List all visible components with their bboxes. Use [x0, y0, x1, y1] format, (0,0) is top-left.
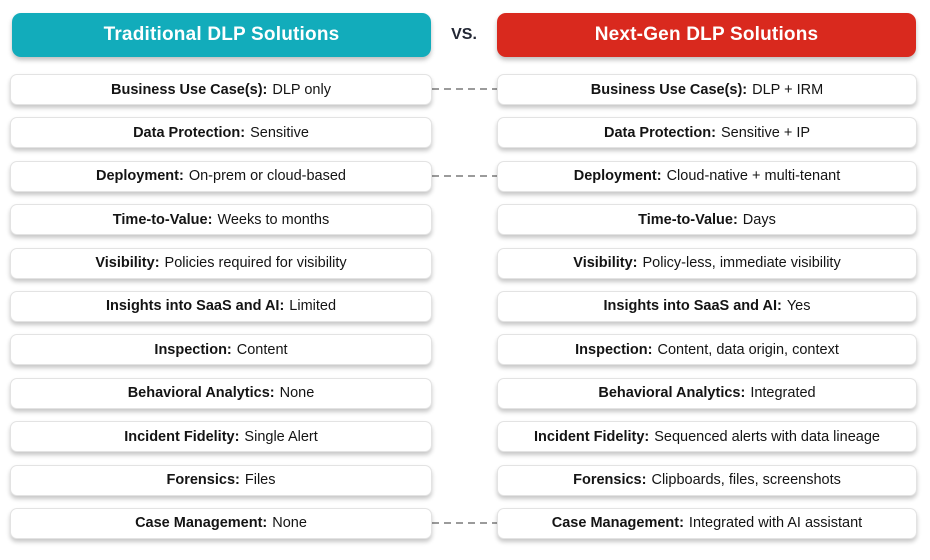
- comparison-row: Deployment: On-prem or cloud-based: [10, 160, 432, 192]
- row-value: Policies required for visibility: [164, 255, 347, 272]
- row-label: Data Protection:: [603, 124, 716, 141]
- comparison-row: Behavioral Analytics: None: [10, 377, 432, 409]
- row-label: Time-to-Value:: [112, 211, 213, 228]
- comparison-row: Case Management: None: [10, 507, 432, 539]
- row-value: None: [279, 385, 315, 402]
- row-label: Incident Fidelity:: [124, 428, 240, 445]
- row-value: Single Alert: [244, 428, 318, 445]
- comparison-row: Deployment: Cloud-native + multi-tenant: [497, 160, 917, 192]
- row-label: Visibility:: [95, 255, 160, 272]
- nextgen-column: Business Use Case(s): DLP + IRM Data Pro…: [497, 74, 917, 539]
- row-value: Cloud-native + multi-tenant: [666, 168, 841, 185]
- row-label: Inspection:: [575, 341, 653, 358]
- comparison-row: Insights into SaaS and AI: Limited: [10, 290, 432, 322]
- dashed-connector-case-management: [432, 522, 497, 524]
- vs-label: VS.: [451, 26, 477, 43]
- row-value: Sequenced alerts with data lineage: [654, 428, 880, 445]
- row-value: Content: [236, 341, 288, 358]
- comparison-row: Inspection: Content: [10, 334, 432, 366]
- row-label: Deployment:: [96, 168, 184, 185]
- row-label: Insights into SaaS and AI:: [603, 298, 782, 315]
- traditional-dlp-header: Traditional DLP Solutions: [12, 13, 431, 57]
- row-value: Sensitive + IP: [720, 124, 811, 141]
- dashed-connector-deployment: [432, 175, 497, 177]
- row-label: Insights into SaaS and AI:: [105, 298, 285, 315]
- row-value: Files: [244, 472, 276, 489]
- row-label: Visibility:: [573, 255, 638, 272]
- row-label: Business Use Case(s):: [590, 81, 748, 98]
- row-label: Business Use Case(s):: [111, 81, 268, 98]
- row-label: Time-to-Value:: [638, 211, 738, 228]
- comparison-row: Time-to-Value: Days: [497, 204, 917, 236]
- row-label: Deployment:: [573, 168, 662, 185]
- row-value: On-prem or cloud-based: [188, 168, 346, 185]
- comparison-row: Data Protection: Sensitive + IP: [497, 117, 917, 149]
- row-value: Sensitive: [250, 124, 309, 141]
- row-label: Forensics:: [166, 472, 240, 489]
- row-value: Integrated: [750, 385, 816, 402]
- row-value: Policy-less, immediate visibility: [642, 255, 841, 272]
- comparison-row: Insights into SaaS and AI: Yes: [497, 290, 917, 322]
- row-value: Clipboards, files, screenshots: [651, 472, 841, 489]
- row-value: Yes: [786, 298, 811, 315]
- row-value: Days: [742, 211, 776, 228]
- row-value: Limited: [289, 298, 337, 315]
- dashed-connector-business-use-case: [432, 88, 497, 90]
- comparison-row: Business Use Case(s): DLP only: [10, 74, 432, 105]
- row-label: Inspection:: [154, 341, 232, 358]
- row-label: Data Protection:: [133, 124, 246, 141]
- comparison-row: Case Management: Integrated with AI assi…: [497, 507, 917, 539]
- row-label: Behavioral Analytics:: [127, 385, 275, 402]
- row-value: None: [272, 515, 307, 532]
- comparison-row: Incident Fidelity: Single Alert: [10, 421, 432, 453]
- comparison-row: Business Use Case(s): DLP + IRM: [497, 74, 917, 105]
- comparison-row: Inspection: Content, data origin, contex…: [497, 334, 917, 366]
- row-label: Incident Fidelity:: [534, 428, 650, 445]
- row-value: Integrated with AI assistant: [688, 515, 863, 532]
- comparison-row: Forensics: Clipboards, files, screenshot…: [497, 464, 917, 496]
- row-value: DLP only: [272, 81, 331, 98]
- comparison-row: Data Protection: Sensitive: [10, 117, 432, 149]
- comparison-row: Behavioral Analytics: Integrated: [497, 377, 917, 409]
- comparison-row: Time-to-Value: Weeks to months: [10, 204, 432, 236]
- row-value: DLP + IRM: [752, 81, 824, 98]
- row-value: Content, data origin, context: [657, 341, 839, 358]
- row-value: Weeks to months: [217, 211, 330, 228]
- comparison-row: Forensics: Files: [10, 464, 432, 496]
- comparison-row: Visibility: Policies required for visibi…: [10, 247, 432, 279]
- traditional-column: Business Use Case(s): DLP only Data Prot…: [10, 74, 432, 539]
- row-label: Behavioral Analytics:: [598, 385, 746, 402]
- row-label: Case Management:: [551, 515, 684, 532]
- comparison-row: Incident Fidelity: Sequenced alerts with…: [497, 421, 917, 453]
- row-label: Case Management:: [135, 515, 268, 532]
- row-label: Forensics:: [573, 472, 647, 489]
- comparison-row: Visibility: Policy-less, immediate visib…: [497, 247, 917, 279]
- nextgen-dlp-header: Next-Gen DLP Solutions: [497, 13, 916, 57]
